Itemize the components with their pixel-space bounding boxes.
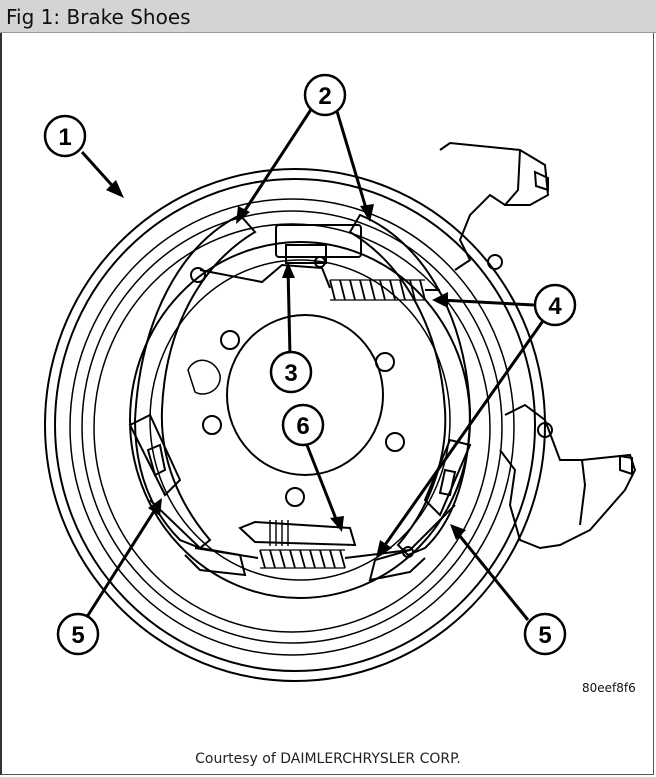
callout-6-label: 6 — [296, 413, 309, 440]
upper-return-spring — [190, 263, 440, 301]
callout-1-label: 1 — [58, 124, 71, 151]
callout-3: 3 — [269, 350, 313, 394]
hold-down-spring-left — [128, 413, 182, 497]
figure-title: Fig 1: Brake Shoes — [6, 5, 191, 29]
callout-3-label: 3 — [284, 360, 297, 387]
brake-shoes-diagram: 1 2 3 4 5 5 6 — [43, 73, 637, 682]
callout-4: 4 — [533, 283, 577, 327]
callout-1: 1 — [43, 114, 87, 158]
credit-line: Courtesy of DAIMLERCHRYSLER CORP. — [195, 751, 461, 767]
brake-shoe-left — [133, 213, 257, 577]
callout-5-right-label: 5 — [538, 622, 551, 649]
backing-plate-tab-upper — [439, 141, 550, 271]
title-bar: Fig 1: Brake Shoes — [0, 0, 656, 33]
arrowheads — [106, 180, 466, 558]
callout-6: 6 — [281, 403, 325, 447]
leader-lines — [80, 107, 547, 621]
callout-5-left-label: 5 — [71, 622, 84, 649]
brake-shoe-right — [348, 213, 472, 582]
callout-2: 2 — [303, 73, 347, 117]
adjuster-screw — [194, 520, 414, 569]
callout-5-right: 5 — [523, 612, 567, 656]
callout-4-label: 4 — [548, 293, 562, 320]
callout-2-label: 2 — [318, 83, 331, 110]
axle-hub — [187, 314, 405, 507]
image-code: 80eef8f6 — [582, 681, 636, 695]
callout-5-left: 5 — [56, 612, 100, 656]
backing-plate-tab-lower — [499, 403, 637, 550]
